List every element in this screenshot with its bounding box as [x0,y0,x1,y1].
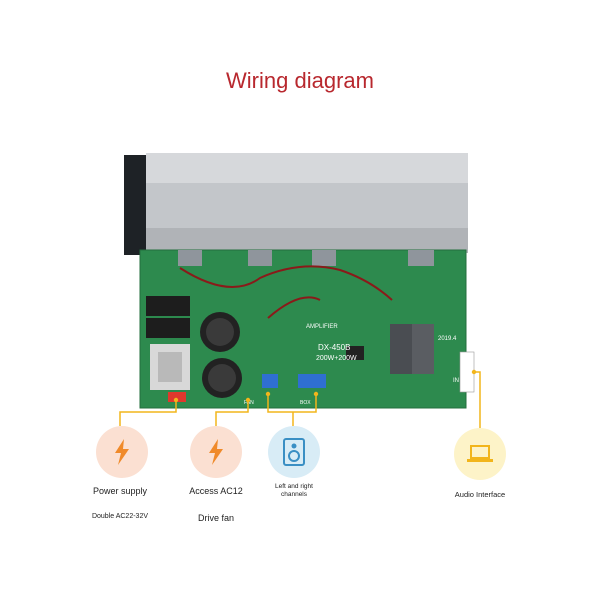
board-year: 2019.4 [438,336,457,342]
power-supply-sublabel: Double AC22-32V [91,513,149,520]
lightning-bolt-icon [115,439,129,465]
power-terminal [168,392,186,402]
board-terminal-in: IN [453,378,459,384]
lightning-bolt-icon [209,439,223,465]
power-supply-label: Power supply [92,486,148,496]
power-transistors [178,250,434,266]
board-model-line1: DX-450B [318,343,350,352]
power-supply-circle [96,426,148,478]
page-title: Wiring diagram [226,68,374,93]
board-terminal-fan: FAN [244,400,254,406]
board-silk-amplifier: AMPLIFIER [306,324,338,330]
speaker-circle [268,426,320,478]
heatsink [124,153,468,255]
fan-power-sublabel: Drive fan [197,513,234,523]
board-terminal-spk: BOX [300,400,311,406]
ic-chip [346,346,364,360]
board-model-line2: 200W+200W [316,355,357,362]
filter-capacitors [200,312,242,398]
fan-power-circle [190,426,242,478]
speaker-label: Left and right channels [275,483,313,498]
laptop-icon [467,445,493,462]
speaker-terminals [262,374,326,388]
output-inductors [390,324,434,374]
audio-interface-label: Audio Interface [454,490,506,499]
speaker-icon [283,438,305,466]
fan-power-label: Access AC12 [189,486,243,496]
fuse-block [146,296,190,390]
audio-interface-circle [454,428,506,480]
